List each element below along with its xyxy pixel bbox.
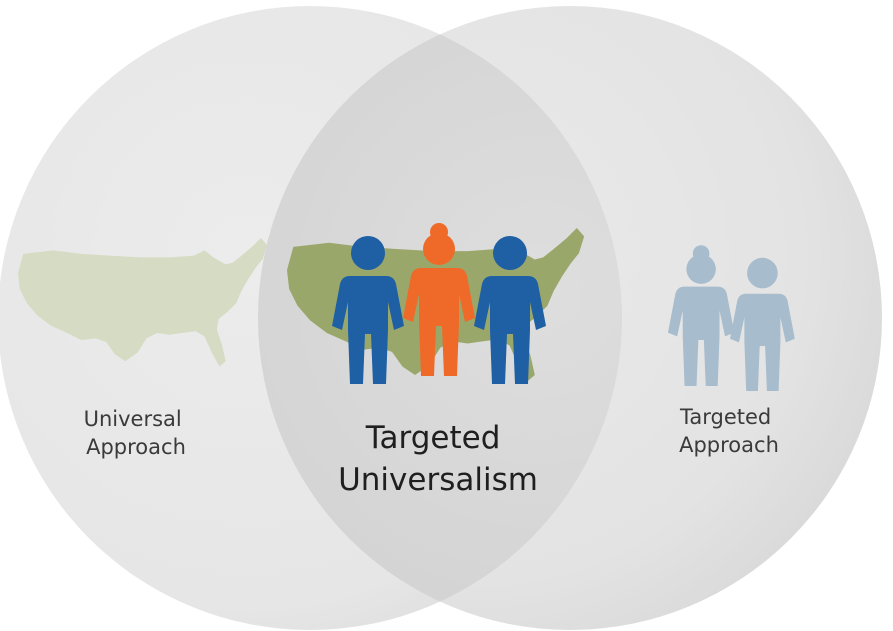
overlap-region [258,6,622,630]
universal-approach-label: Universal Approach [84,407,189,459]
targeted-universalism-label: Targeted Universalism [338,420,538,498]
targeted-approach-label: Targeted Approach [679,405,779,457]
